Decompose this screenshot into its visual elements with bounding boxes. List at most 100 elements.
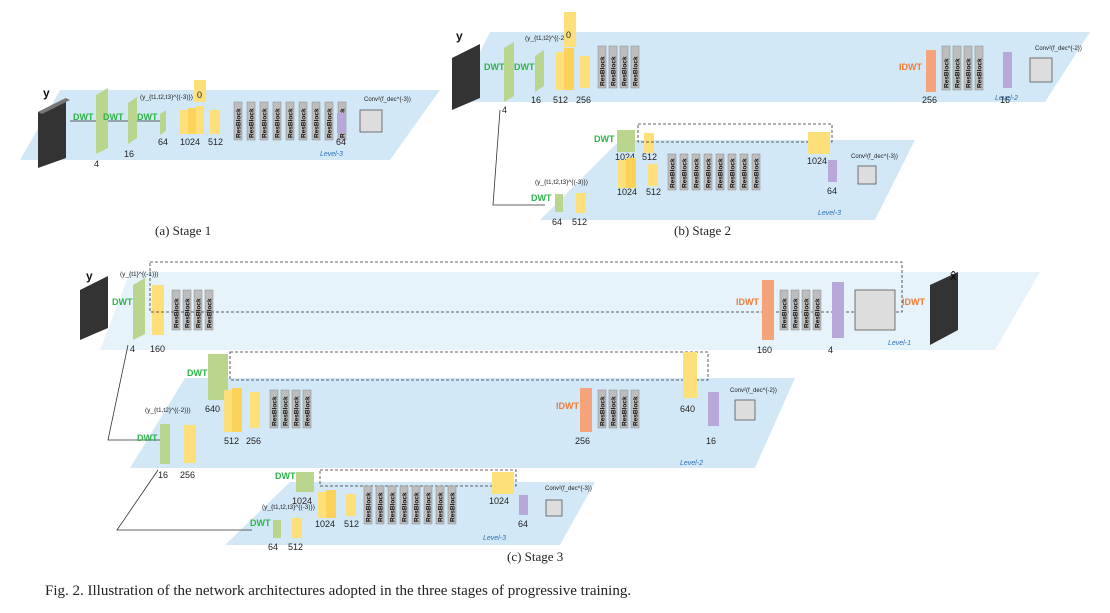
resblock-label: ResBlock xyxy=(305,396,312,426)
channel-label: 512 xyxy=(642,152,657,162)
channel-label: 1024 xyxy=(489,496,509,506)
resblock xyxy=(779,289,789,331)
channel-label: 1024 xyxy=(615,152,635,162)
channel-label: 16 xyxy=(124,149,134,159)
dwt-label: DWT xyxy=(250,518,271,528)
input-image xyxy=(452,44,480,110)
yellow-block xyxy=(556,48,574,90)
green-block xyxy=(133,278,145,340)
output-image xyxy=(930,272,958,345)
channel-label: 1024 xyxy=(807,156,827,166)
channel-label: 256 xyxy=(246,436,261,446)
resblock xyxy=(285,101,295,141)
resblock-label: ResBlock xyxy=(366,492,373,522)
channel-label: 64 xyxy=(336,137,346,147)
resblock-label: ResBlock xyxy=(944,58,951,88)
level-label: Level-3 xyxy=(320,151,343,158)
resblock-label: ResBlock xyxy=(236,108,243,138)
channel-label: 1024 xyxy=(292,496,312,506)
zero-block xyxy=(194,80,206,102)
resblock-label: ResBlock xyxy=(804,298,811,328)
conv-label: Conv²(f_dec^{-3}) xyxy=(851,154,898,160)
resblock xyxy=(619,45,629,89)
conv-label: Conv²(f_dec^{-2}) xyxy=(1035,46,1082,52)
resblock xyxy=(703,153,713,191)
resblock-label: ResBlock xyxy=(174,298,181,328)
resblock xyxy=(171,289,181,331)
output-image xyxy=(359,109,383,133)
resblock-label: ResBlock xyxy=(611,396,618,426)
resblock-label: ResBlock xyxy=(633,56,640,86)
tensor-label: (y_{t1}^{(-1)}) xyxy=(120,271,158,278)
resblock xyxy=(269,389,279,429)
yellow-block xyxy=(618,158,636,188)
green-block xyxy=(273,520,281,538)
yellow-block xyxy=(292,518,302,538)
level-label: Level-1 xyxy=(888,340,911,347)
green-block xyxy=(555,194,563,212)
resblock xyxy=(302,389,312,429)
zero-label: 0 xyxy=(197,90,202,100)
purple-block xyxy=(1003,52,1012,88)
skip-connection xyxy=(149,261,903,313)
orange-block xyxy=(926,50,936,92)
resblock xyxy=(812,289,822,331)
tensor-label: (y_{t1,t2,t3}^{(-3)}) xyxy=(262,504,315,511)
resblock xyxy=(715,153,725,191)
yellow-block xyxy=(580,56,590,88)
dwt-label: DWT xyxy=(187,368,208,378)
connector-line xyxy=(116,469,252,531)
idwt-label: IDWT xyxy=(902,297,925,307)
resblock-label: ResBlock xyxy=(600,56,607,86)
output-label: x̂ xyxy=(950,269,957,283)
connector-line xyxy=(107,344,160,441)
level-3-plane xyxy=(20,90,440,160)
resblock xyxy=(447,485,457,525)
channel-label: 512 xyxy=(646,187,661,197)
resblock-label: ResBlock xyxy=(600,396,607,426)
resblock-label: ResBlock xyxy=(718,158,725,188)
resblock-label: ResBlock xyxy=(622,396,629,426)
channel-label: 512 xyxy=(224,436,239,446)
stage-2-panel: y DWT 4 DWT 16 (y_{t1,t2}^{(-2)}) 0 512 … xyxy=(452,12,1090,238)
resblock-label: ResBlock xyxy=(670,158,677,188)
resblock xyxy=(259,101,269,141)
yellow-block xyxy=(152,285,164,335)
channel-label: 1024 xyxy=(180,137,200,147)
resblock xyxy=(619,389,629,429)
resblock xyxy=(324,101,334,141)
orange-block xyxy=(762,280,774,340)
level-label: Level-3 xyxy=(818,210,841,217)
yellow-block xyxy=(318,490,336,518)
yellow-block xyxy=(224,388,242,432)
channel-label: 4 xyxy=(94,159,99,169)
level-label: Level-2 xyxy=(680,460,703,467)
resblock-label: ResBlock xyxy=(782,298,789,328)
level-label: Level-2 xyxy=(995,95,1018,102)
conv-label: Conv²(f_dec^{-2}) xyxy=(730,388,777,394)
channel-label: 640 xyxy=(680,404,695,414)
purple-block xyxy=(828,160,837,182)
yellow-block xyxy=(492,472,514,494)
resblock-label: ResBlock xyxy=(977,58,984,88)
yellow-block xyxy=(184,425,196,463)
resblock-label: ResBlock xyxy=(327,108,334,138)
input-image xyxy=(80,276,108,340)
channel-label: 512 xyxy=(572,217,587,227)
resblock-label: ResBlock xyxy=(633,396,640,426)
resblock-label: ResBlock xyxy=(793,298,800,328)
level-2-plane xyxy=(455,32,1090,102)
resblock xyxy=(280,389,290,429)
channel-label: 1024 xyxy=(617,187,637,197)
resblock-label: ResBlock xyxy=(694,158,701,188)
channel-label: 256 xyxy=(575,436,590,446)
purple-block xyxy=(519,495,528,515)
dwt-label: DWT xyxy=(275,471,296,481)
yellow-block xyxy=(644,133,654,153)
zero-block xyxy=(564,12,576,47)
dwt-label: DWT xyxy=(137,112,158,122)
input-label: y xyxy=(86,269,93,283)
